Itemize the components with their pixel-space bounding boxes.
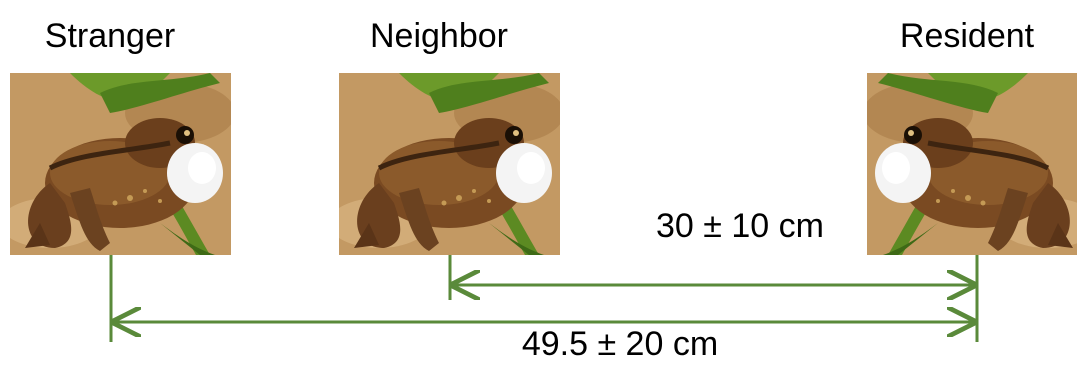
stranger-resident-distance: 49.5 ± 20 cm bbox=[470, 322, 770, 366]
neighbor-resident-distance: 30 ± 10 cm bbox=[610, 204, 870, 248]
